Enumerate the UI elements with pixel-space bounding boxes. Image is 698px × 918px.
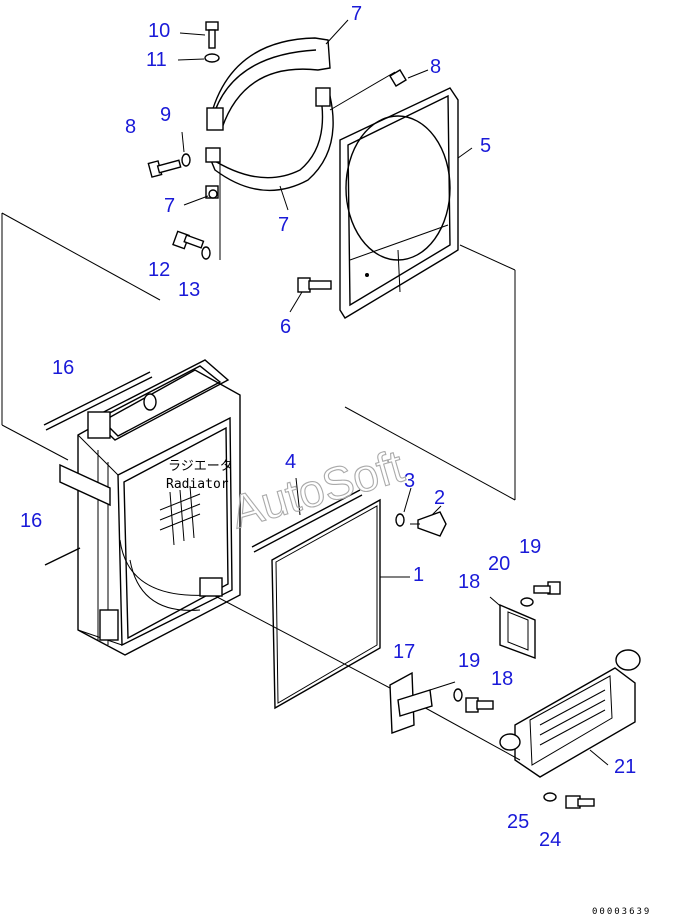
bolt-18 [465, 697, 494, 713]
callout-leaders [177, 19, 609, 766]
callout-18: 18 [491, 668, 513, 690]
seal-strips [43, 371, 363, 566]
washer-13 [204, 53, 220, 63]
bolt-6 [297, 277, 332, 293]
callout-20: 18 [458, 571, 480, 593]
callout-1: 1 [413, 564, 424, 586]
callout-19: 19 [458, 650, 480, 672]
shroud-ring-upper [206, 37, 331, 131]
callout-5: 5 [480, 135, 491, 157]
callout-23: 21 [614, 756, 636, 778]
washer-22 [520, 597, 534, 607]
callout-2: 2 [434, 487, 445, 509]
washer-11 [181, 153, 191, 167]
callout-6: 6 [280, 316, 291, 338]
callout-9: 8 [430, 56, 441, 78]
callout-14: 12 [148, 259, 170, 281]
radiator-assembly: ラジエータ Radiator [59, 359, 241, 656]
bracket-20 [499, 603, 536, 660]
callout-7-bottom: 7 [278, 214, 289, 236]
bolt-24 [565, 795, 595, 809]
washer-15 [201, 246, 211, 260]
callout-11: 9 [160, 104, 171, 126]
drawing-code: 00003639 [592, 907, 651, 917]
callout-15: 13 [178, 279, 200, 301]
washer-19 [453, 688, 463, 702]
callout-17: 17 [393, 641, 415, 663]
callout-8: 7 [164, 195, 175, 217]
watermark: AutoSoft [225, 439, 409, 538]
radiator-label-en: Radiator [166, 477, 229, 492]
radiator-label-jp: ラジエータ [168, 459, 233, 474]
callout-10: 8 [125, 116, 136, 138]
washer-8 [208, 189, 218, 199]
washer-25 [543, 792, 557, 802]
callout-24: 24 [539, 829, 561, 851]
radiator-grid-mark [159, 485, 201, 546]
bolt-12 [205, 21, 219, 49]
callout-7-top: 7 [351, 3, 362, 25]
callout-21: 19 [519, 536, 541, 558]
callout-4: 4 [285, 451, 296, 473]
callout-12: 10 [148, 20, 170, 42]
callout-numbers: 10 11 7 8 9 8 5 7 7 12 13 6 16 4 3 2 16 … [20, 3, 636, 851]
callout-25: 25 [507, 811, 529, 833]
screen-frame [271, 498, 381, 710]
washer-3 [395, 513, 405, 527]
bolt-14 [172, 230, 205, 250]
assembly-lines [1, 71, 521, 761]
callout-13: 11 [146, 49, 167, 71]
wing-bolt-2 [410, 511, 447, 537]
callout-16-top: 16 [52, 357, 74, 379]
callout-3: 3 [404, 470, 415, 492]
callout-16-left: 16 [20, 510, 42, 532]
fan-shroud-panel [339, 87, 459, 319]
bolt-10 [147, 159, 182, 178]
bolt-21 [533, 581, 561, 595]
clip-9 [389, 69, 407, 87]
aftercooler-23 [499, 649, 641, 778]
bracket-17 [389, 671, 433, 734]
callout-22: 20 [488, 553, 510, 575]
shroud-ring-lower [205, 87, 334, 199]
